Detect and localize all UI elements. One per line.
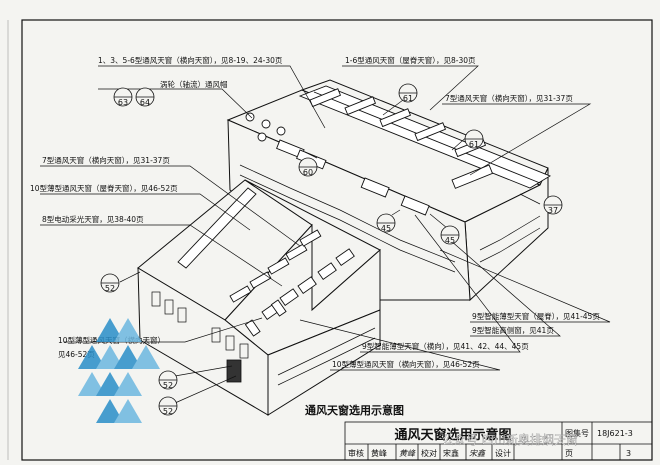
logo-triangles	[78, 318, 160, 423]
check-label: 校对	[421, 448, 437, 458]
ref-61a: 61	[403, 94, 413, 103]
label-turbine-cap: 涡轮（轴流）通风帽	[160, 79, 228, 89]
leader-lines	[40, 65, 611, 404]
label-page-ref-left: 见46-52页	[58, 350, 95, 359]
reference-numbers: 63 64 61 61 60 37 45 45 52 52 52	[105, 94, 558, 416]
ref-52c: 52	[163, 407, 173, 416]
label-type-9-clerestory: 9型智能高侧窗，见41页	[472, 325, 554, 335]
atlas-number-label: 图集号	[565, 428, 589, 438]
ref-52b: 52	[163, 381, 173, 390]
label-type-7-low: 7型通风天窗（横向天窗），见31-37页	[42, 155, 170, 165]
reviewer-signature: 黄峰	[399, 449, 416, 458]
label-type-9-ridge: 9型智能薄型天窗（屋脊），见41-45页	[472, 311, 600, 321]
page-label: 页	[565, 449, 573, 458]
review-label: 审核	[348, 448, 364, 458]
watermark-text: 公众号 四川新奥排烟天窗	[442, 432, 578, 447]
reference-markers	[100, 83, 563, 416]
label-type-16-ridge: 1-6型通风天窗（屋脊天窗），见8-30页	[345, 55, 476, 65]
label-type-7-main: 7型通风天窗（横向天窗），见31-37页	[445, 93, 573, 103]
reviewer-name: 黄峰	[371, 448, 387, 458]
label-type-10-ridge: 10型薄型通风天窗（屋脊天窗），见46-52页	[30, 183, 178, 193]
ref-45b: 45	[445, 236, 455, 245]
label-type-1356-transverse: 1、3、5-6型通风天窗（横向天窗），见8-19、24-30页	[98, 55, 283, 65]
ref-64: 64	[140, 98, 150, 107]
ref-37: 37	[548, 206, 558, 215]
ref-61b: 61	[469, 140, 479, 149]
label-type-9-transverse: 9型智能薄型天窗（横向），见41、42、44、45页	[362, 341, 529, 351]
ridge-ventilator-low	[177, 187, 257, 269]
checker-name: 宋鑫	[443, 448, 459, 458]
sheet-border	[21, 19, 653, 461]
checker-signature: 宋鑫	[469, 449, 486, 458]
turbine-vent-caps	[245, 112, 286, 142]
ref-60: 60	[303, 168, 313, 177]
ref-52a: 52	[105, 284, 115, 293]
low-roof-vents	[229, 229, 355, 337]
label-type-10-transverse-right: 10型薄型通风天窗（横向天窗），见46-52页	[332, 359, 480, 369]
title-block	[344, 421, 653, 461]
label-type-8-skylight: 8型电动采光天窗，见38-40页	[42, 214, 144, 224]
ref-63: 63	[118, 98, 128, 107]
atlas-number: 18J621-3	[597, 429, 633, 438]
design-label: 设计	[495, 448, 511, 458]
ref-45a: 45	[381, 224, 391, 233]
title-block-title: 通风天窗选用示意图	[394, 427, 511, 443]
main-wall-windows	[239, 164, 541, 273]
low-building-door	[226, 359, 242, 383]
figure-caption: 通风天窗选用示意图	[305, 403, 404, 417]
page-number: 3	[626, 449, 631, 458]
